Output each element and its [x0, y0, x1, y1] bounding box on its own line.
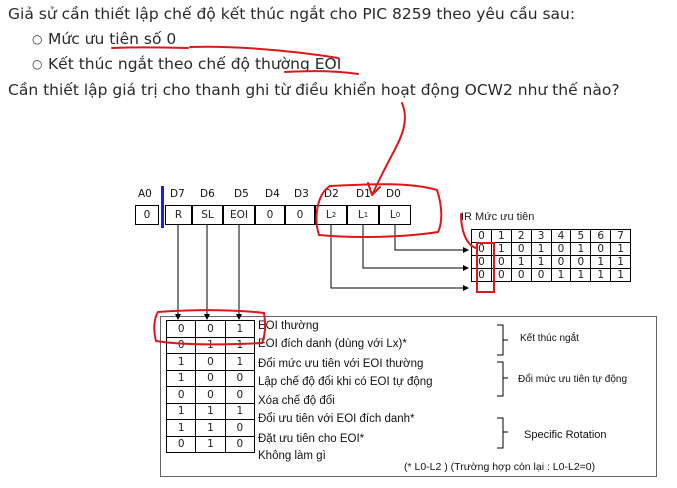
header-d3: D3 — [294, 188, 309, 200]
footnote: (* L0-L2 ) (Trường hợp còn lại : L0-L2=0… — [404, 461, 596, 473]
reg-cell-sl: SL — [192, 205, 223, 225]
ir-cell: 1 — [610, 268, 631, 282]
mode-desc: Đổi mức ưu tiên với EOI thường — [258, 358, 424, 370]
header-d5: D5 — [234, 188, 249, 200]
bullet-icon: ○ — [32, 32, 43, 46]
ir-title: IR Mức ưu tiên — [461, 211, 535, 223]
ir-cell: 1 — [550, 268, 572, 282]
label-specific-rotation: Specific Rotation — [524, 429, 607, 441]
label-change-priority: Đổi mức ưu tiên tự động — [518, 374, 628, 385]
reg-cell-eoi: EOI — [223, 205, 255, 225]
header-a0: A0 — [138, 188, 152, 200]
truth-bit: 1 — [224, 320, 256, 338]
ir-priority-table: 0 1 2 3 4 5 6 7 0 1 0 1 0 1 0 1 0 0 1 1 … — [471, 229, 631, 282]
mode-desc: Không làm gì — [258, 450, 326, 462]
header-d6: D6 — [200, 188, 215, 200]
truth-bit: 1 — [195, 435, 226, 453]
truth-bit: 0 — [224, 435, 256, 453]
header-d0: D0 — [386, 188, 401, 200]
mode-desc: EOI đích danh (dùng với Lx)* — [258, 338, 407, 350]
header-d7: D7 — [170, 188, 185, 200]
red-annotations — [111, 45, 495, 346]
truth-panel — [160, 316, 657, 477]
mode-desc: EOI thường — [258, 320, 319, 332]
mode-desc: Đặt ưu tiên cho EOI* — [258, 433, 365, 445]
reg-cell-a0: 0 — [135, 205, 159, 225]
connector-lines — [175, 225, 508, 449]
label-end-interrupt: Kết thúc ngắt — [520, 333, 579, 344]
reg-cell-d3: 0 — [285, 205, 315, 225]
mode-desc: Xóa chế độ đổi — [258, 395, 335, 407]
header-d4: D4 — [265, 188, 280, 200]
reg-cell-r: R — [165, 205, 192, 225]
bullet-eoi: Kết thúc ngắt theo chế độ thường EOI — [48, 55, 342, 73]
mode-desc: Lập chế độ đổi khi có EOI tự động — [258, 376, 433, 388]
intro-text: Giả sử cần thiết lập chế độ kết thúc ngắ… — [8, 5, 576, 23]
mode-desc: Đổi ưu tiên với EOI đích danh* — [258, 413, 415, 425]
bullet-priority: Mức ưu tiên số 0 — [48, 30, 177, 48]
header-d2: D2 — [324, 188, 339, 200]
header-d1: D1 — [356, 188, 371, 200]
question-text: Cần thiết lập giá trị cho thanh ghi từ đ… — [8, 81, 620, 99]
bullet-icon: ○ — [32, 57, 43, 71]
a0-divider — [161, 186, 164, 228]
reg-cell-d4: 0 — [255, 205, 285, 225]
